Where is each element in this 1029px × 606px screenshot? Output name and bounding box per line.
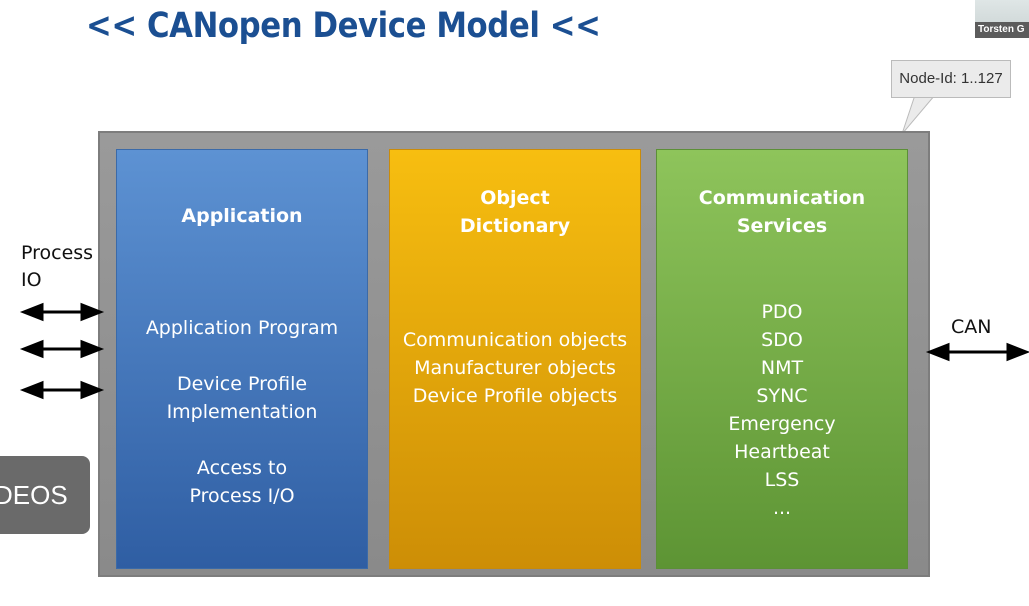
application-panel: Application Application Program Device P… <box>116 149 368 569</box>
application-title: Application <box>181 205 303 227</box>
communication-services-panel: Communication Services PDO SDO NMT SYNC … <box>656 149 908 569</box>
application-item: Implementation <box>166 401 318 423</box>
presenter-video-thumbnail[interactable]: Torsten G <box>975 0 1029 38</box>
io-label: IO <box>21 269 42 291</box>
dictionary-item: Communication objects <box>402 329 628 351</box>
dictionary-title: Dictionary <box>459 215 571 237</box>
application-item: Process I/O <box>189 485 295 507</box>
communication-title: Communication <box>698 187 866 209</box>
dictionary-item: Manufacturer objects <box>414 357 616 379</box>
service-item: PDO <box>761 301 803 323</box>
application-item: Application Program <box>145 317 339 339</box>
slide-title: << CANopen Device Model << <box>86 6 601 46</box>
service-item: LSS <box>764 469 800 491</box>
can-label: CAN <box>951 316 992 338</box>
dictionary-title: Object <box>480 187 550 209</box>
service-item: ... <box>772 497 792 519</box>
service-item: NMT <box>760 357 804 379</box>
device-frame: Application Application Program Device P… <box>98 131 930 577</box>
dictionary-item: Device Profile objects <box>412 385 618 407</box>
service-item: SYNC <box>756 385 808 407</box>
service-item: SDO <box>761 329 803 351</box>
service-item: Emergency <box>728 413 836 435</box>
service-item: Heartbeat <box>734 441 830 463</box>
application-item: Access to <box>196 457 288 479</box>
communication-title: Services <box>736 215 828 237</box>
presenter-name: Torsten G <box>975 22 1029 38</box>
process-io-label: Process IO <box>21 240 93 294</box>
process-label: Process <box>21 242 94 264</box>
more-videos-button[interactable]: DEOS <box>0 456 90 534</box>
application-item: Device Profile <box>176 373 308 395</box>
object-dictionary-panel: Object Dictionary Communication objects … <box>389 149 641 569</box>
node-id-callout: Node-Id: 1..127 <box>891 60 1011 98</box>
